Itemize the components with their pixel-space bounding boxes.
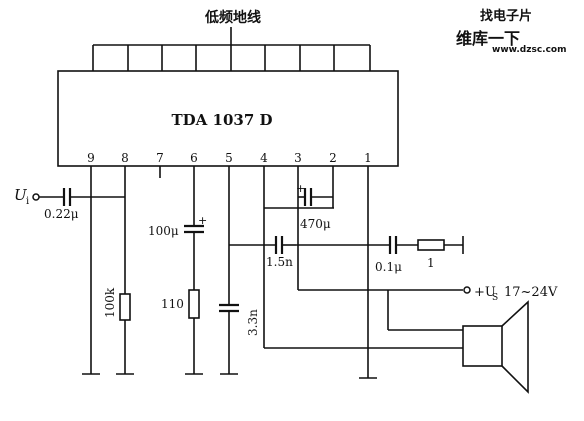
- pin-label-7: 7: [156, 151, 164, 165]
- resistor-1-ohm: [417, 239, 445, 251]
- cap-100u-label: 100μ: [148, 224, 179, 238]
- cap-1n5: 1.5n: [266, 236, 296, 269]
- speaker-icon: [462, 300, 529, 394]
- cap-470u-label: 470μ: [300, 217, 331, 231]
- cap-1n5-label: 1.5n: [266, 255, 293, 269]
- pin-label-1: 1: [364, 151, 372, 165]
- cap-470u: + 470μ: [296, 182, 333, 231]
- ic-label: TDA 1037 D: [171, 111, 272, 129]
- resistor-100k: [119, 293, 131, 321]
- input-terminal: [32, 193, 40, 201]
- input-label-sub: i: [26, 196, 29, 207]
- pin6-branch: + 100μ 110: [148, 166, 207, 375]
- pin1-branch: [359, 166, 377, 379]
- pin-label-2: 2: [329, 151, 337, 165]
- pin3-branch: [297, 166, 463, 291]
- cap-3n3-label: 3.3n: [246, 309, 260, 336]
- pin4-branch: [263, 166, 463, 349]
- watermark-mid: 维库一下: [456, 29, 520, 48]
- pin-label-9: 9: [87, 151, 95, 165]
- pin-label-6: 6: [190, 151, 198, 165]
- input-label: U: [14, 186, 28, 204]
- input-section: U i 0.22μ: [14, 186, 125, 221]
- ic-pin-labels: 9 8 7 6 5 4 3 2 1: [87, 151, 372, 165]
- diagram-title: 低频地线: [204, 9, 261, 26]
- watermark-url: www.dzsc.com: [492, 45, 566, 55]
- output-zobel: 0.1μ 1: [296, 236, 464, 274]
- supply-label: +U: [474, 285, 496, 300]
- watermark-top: 找电子片: [480, 8, 532, 24]
- pin9-ground: [82, 166, 100, 375]
- pin-label-3: 3: [294, 151, 302, 165]
- resistor-110: [188, 289, 200, 319]
- resistor-1-ohm-label: 1: [427, 256, 435, 270]
- cap-100u-plus: +: [198, 214, 207, 227]
- cap-0-1u-label: 0.1μ: [375, 260, 402, 274]
- resistor-100k-label: 100k: [103, 287, 117, 318]
- cap-470u-plus: +: [296, 182, 305, 195]
- pin-label-4: 4: [260, 151, 268, 165]
- pin-label-8: 8: [121, 151, 129, 165]
- watermark: 找电子片 维库一下 www.dzsc.com: [456, 8, 566, 55]
- supply-terminal: [463, 286, 471, 294]
- pin8-branch: 100k: [103, 166, 134, 375]
- cap-input-label: 0.22μ: [44, 207, 79, 221]
- resistor-110-label: 110: [161, 297, 184, 311]
- supply-section: +U S 17~24V: [387, 285, 558, 331]
- pin-label-5: 5: [225, 151, 233, 165]
- pin5-branch: 3.3n: [219, 166, 276, 375]
- ic-body: [57, 70, 399, 167]
- supply-range: 17~24V: [504, 285, 558, 300]
- heatsink-tabs: [92, 45, 371, 71]
- supply-label-sub: S: [492, 293, 498, 303]
